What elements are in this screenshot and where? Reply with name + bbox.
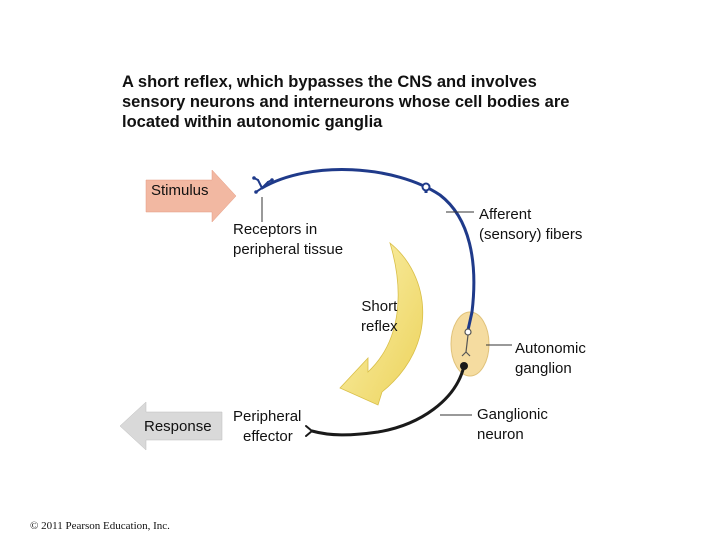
afferent-fiber xyxy=(260,168,476,332)
stimulus-label: Stimulus xyxy=(151,182,209,199)
autonomic-ganglion-label: Autonomic ganglion xyxy=(515,339,586,379)
afferent-cell-body xyxy=(421,182,431,192)
afferent-fibers-label: Afferent (sensory) fibers xyxy=(479,205,582,245)
diagram-title: A short reflex, which bypasses the CNS a… xyxy=(122,72,642,132)
short-reflex-label-line-1: Short xyxy=(361,298,398,315)
ganglionic-label-line-2: neuron xyxy=(477,426,524,443)
peripheral-effector-label: Peripheral effector xyxy=(233,407,301,447)
title-line-3: located within autonomic ganglia xyxy=(122,113,383,131)
interneuron-icon xyxy=(461,328,472,357)
short-reflex-arrow xyxy=(339,241,424,406)
title-line-1: A short reflex, which bypasses the CNS a… xyxy=(122,73,537,91)
effector-label-line-1: Peripheral xyxy=(233,408,302,425)
afferent-label-line-2: (sensory) fibers xyxy=(479,226,583,243)
response-label: Response xyxy=(144,418,212,435)
short-reflex-label: Short reflex xyxy=(361,297,398,337)
copyright-notice: © 2011 Pearson Education, Inc. xyxy=(30,520,170,532)
autonomic-ganglion xyxy=(450,311,490,377)
receptors-label: Receptors in peripheral tissue xyxy=(233,220,343,260)
ganglion-label-line-1: Autonomic xyxy=(515,340,586,357)
effector-endings-icon xyxy=(305,425,313,437)
receptors-label-line-1: Receptors in xyxy=(233,221,318,238)
ganglionic-fiber xyxy=(310,364,466,437)
receptors-label-line-2: peripheral tissue xyxy=(233,241,344,258)
ganglionic-neuron-label: Ganglionic neuron xyxy=(477,405,548,445)
title-line-2: sensory neurons and interneurons whose c… xyxy=(122,93,570,111)
short-reflex-label-line-2: reflex xyxy=(361,318,398,335)
ganglionic-label-line-1: Ganglionic xyxy=(477,406,548,423)
response-arrow xyxy=(119,401,223,451)
afferent-label-line-1: Afferent xyxy=(479,206,532,223)
effector-label-line-2: effector xyxy=(243,428,293,445)
stimulus-arrow xyxy=(145,169,237,223)
ganglion-label-line-2: ganglion xyxy=(515,360,572,377)
